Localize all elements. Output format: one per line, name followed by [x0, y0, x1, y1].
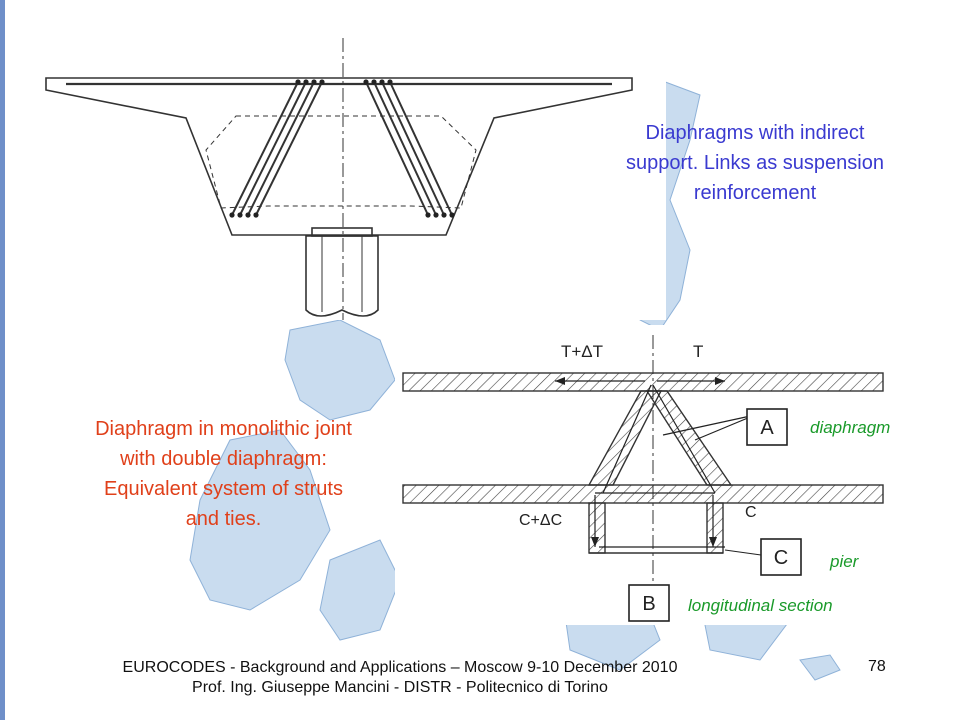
caption-indirect-support: Diaphragms with indirect support. Links …	[626, 122, 884, 204]
pier-column	[305, 235, 379, 317]
diaphragm-outline-dashed	[205, 115, 477, 209]
bottom-slab	[402, 484, 884, 504]
label-top-right-force: T	[693, 342, 703, 361]
box-b	[628, 584, 670, 622]
label-bottom-right-force: C	[745, 504, 757, 521]
box-c-letter: C	[774, 547, 788, 569]
top-slab	[402, 372, 884, 392]
page-number: 78	[868, 658, 886, 675]
slide-left-accent-bar	[0, 0, 5, 720]
longitudinal-section-drawing: T+ΔT T C+ΔC C A C B	[402, 335, 884, 622]
deck-slab-outline	[45, 77, 633, 236]
caption-monolithic-joint: Diaphragm in monolithic joint with doubl…	[95, 418, 352, 530]
label-pier: pier	[830, 552, 859, 571]
footer-line-2: Prof. Ing. Giuseppe Mancini - DISTR - Po…	[192, 679, 608, 696]
slide-footer: EUROCODES - Background and Applications …	[60, 658, 740, 698]
label-longitudinal-section: longitudinal section	[688, 596, 833, 615]
label-top-left-force: T+ΔT	[561, 342, 603, 361]
label-diaphragm: diaphragm	[810, 418, 891, 437]
box-a	[746, 408, 788, 446]
diaphragm-right-leg	[645, 390, 733, 486]
box-c	[760, 538, 802, 576]
box-girder-cross-section	[45, 38, 633, 320]
label-bottom-left-force: C+ΔC	[519, 512, 562, 529]
pier-wall-right	[706, 502, 724, 554]
pier-wall-left	[588, 502, 606, 554]
box-a-letter: A	[760, 417, 774, 439]
box-b-letter: B	[642, 593, 655, 615]
diaphragm-left-leg	[587, 390, 663, 486]
footer-line-1: EUROCODES - Background and Applications …	[122, 659, 678, 676]
